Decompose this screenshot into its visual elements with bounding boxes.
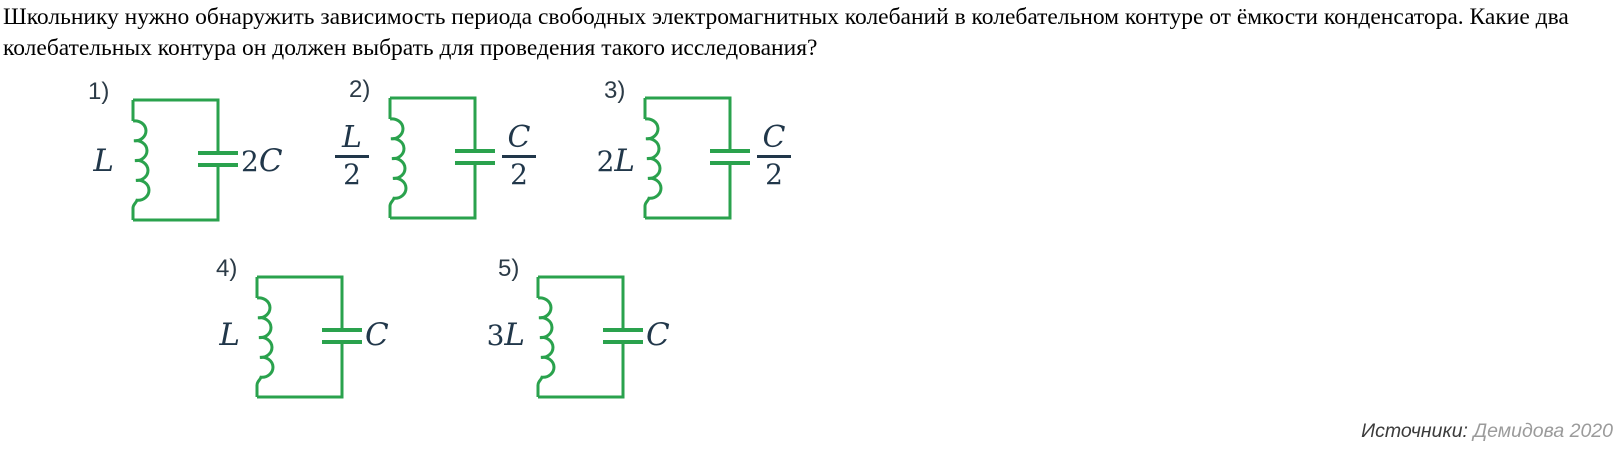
circuit-2-capacitor-label: C 2: [497, 122, 541, 190]
source-label: Источники:: [1361, 420, 1468, 442]
fraction-bar: [335, 155, 369, 158]
circuit-1-number: 1): [88, 78, 110, 105]
circuit-4-capacitor-label: C: [365, 317, 389, 353]
circuit-2-number: 2): [349, 76, 371, 103]
source-attribution: Источники: Демидова 2020: [1361, 419, 1613, 443]
circuit-3-inductor-label: 2L: [596, 143, 635, 179]
circuit-3-capacitor-label: C 2: [752, 122, 796, 190]
circuit-1-capacitor-label: 2C: [241, 143, 283, 179]
circuit-3-number: 3): [604, 77, 626, 104]
circuit-5-number: 5): [498, 255, 520, 282]
circuit-4-inductor-label: L: [219, 317, 240, 353]
question-line-1: Школьнику нужно обнаружить зависимость п…: [3, 4, 1569, 30]
question-text: Школьнику нужно обнаружить зависимость п…: [3, 2, 1569, 64]
question-line-2: колебательных контура он должен выбрать …: [3, 35, 818, 61]
fraction-bar: [757, 155, 791, 158]
circuit-4-number: 4): [216, 255, 238, 282]
circuit-5-inductor-label: 3L: [486, 317, 525, 353]
circuit-1-inductor-label: L: [93, 143, 114, 179]
circuit-5-capacitor-label: C: [646, 317, 670, 353]
circuit-2-inductor-label: L 2: [330, 122, 374, 190]
source-value: Демидова 2020: [1473, 420, 1613, 442]
fraction-bar: [502, 155, 536, 158]
